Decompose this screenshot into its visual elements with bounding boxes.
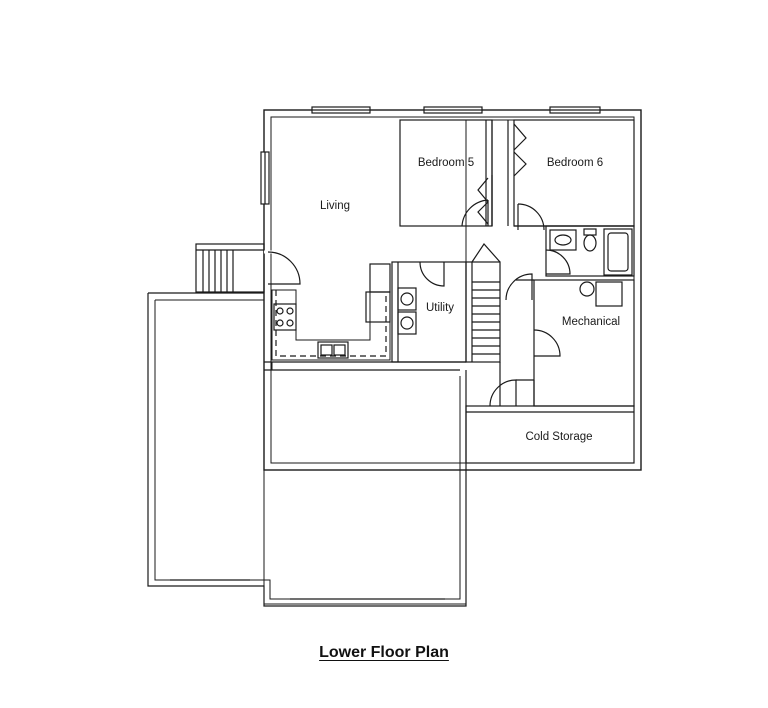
room-label-cold-storage: Cold Storage <box>525 431 592 443</box>
utility-room <box>391 261 467 363</box>
bedroom-6-walls <box>507 119 635 227</box>
room-label-living: Living <box>320 200 350 212</box>
door-mechanical <box>533 329 561 357</box>
garage-walls <box>147 292 467 607</box>
room-label-utility: Utility <box>426 302 454 314</box>
hall-walls <box>499 279 535 406</box>
room-label-bedroom-5: Bedroom 5 <box>418 157 474 169</box>
door-hall <box>505 273 533 301</box>
living-south-wall <box>264 361 466 371</box>
interior-stairs <box>465 243 501 363</box>
room-label-bedroom-6: Bedroom 6 <box>547 157 603 169</box>
mechanical-room <box>533 279 635 407</box>
exterior-stairs <box>195 243 265 293</box>
cold-storage-room <box>465 405 635 464</box>
door-cold-storage <box>489 379 517 407</box>
window-top-2 <box>423 106 483 114</box>
room-label-mechanical: Mechanical <box>562 316 620 328</box>
kitchen-counter <box>271 263 391 361</box>
sink-icon <box>317 341 349 359</box>
exterior-wall <box>263 109 642 605</box>
closet-bedroom-6 <box>513 123 527 177</box>
bathroom <box>545 225 635 277</box>
door-bathroom <box>545 249 571 275</box>
window-top-1 <box>311 106 371 114</box>
closet-bedroom-5 <box>477 175 493 226</box>
range-icon <box>273 303 297 331</box>
door-utility <box>419 261 445 287</box>
plan-title: Lower Floor Plan <box>319 644 449 661</box>
door-bedroom-5 <box>461 199 489 227</box>
bedroom-5-walls <box>399 119 493 227</box>
door-living-exterior <box>264 250 301 285</box>
window-left <box>260 151 270 205</box>
window-top-3 <box>549 106 601 114</box>
door-bedroom-6 <box>517 203 545 231</box>
